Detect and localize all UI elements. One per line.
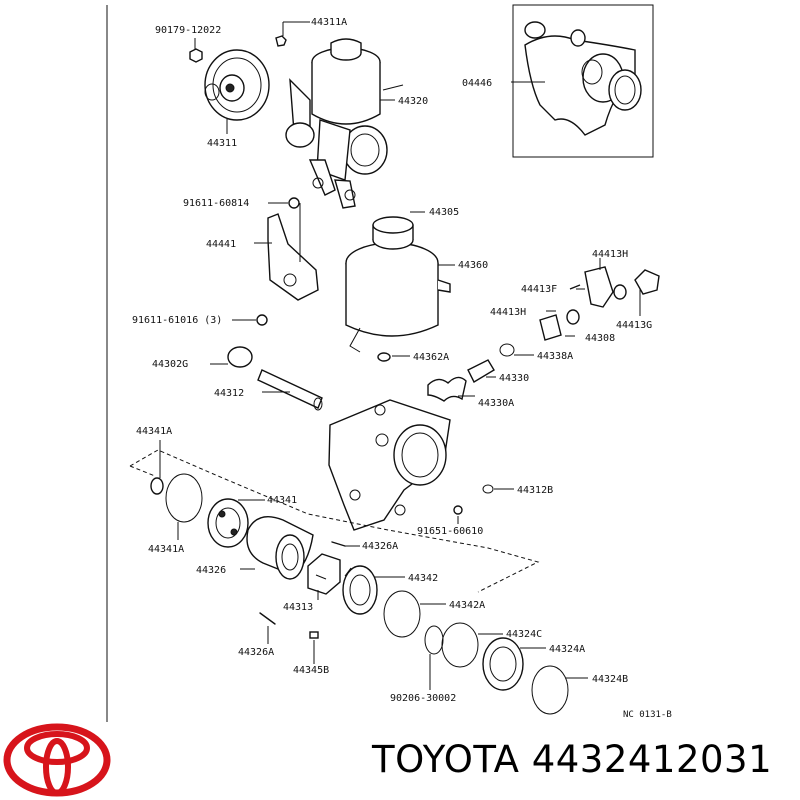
toyota-logo — [3, 723, 111, 797]
part-label-44341a-top: 44341A — [136, 426, 172, 437]
part-label-44326a-bottom: 44326A — [238, 647, 274, 658]
spring-valve-drawing — [427, 359, 495, 402]
pulley-drawing — [204, 49, 270, 121]
part-label-44345b: 44345B — [293, 665, 329, 676]
cam-ring-44326-drawing — [246, 516, 314, 580]
vane-44326a-drawing — [259, 541, 346, 625]
part-label-04446: 04446 — [462, 78, 492, 89]
part-label-44341a-bottom: 44341A — [148, 544, 184, 555]
part-label-44413h-top: 44413H — [592, 249, 628, 260]
part-label-44330: 44330 — [499, 373, 529, 384]
part-label-44413g: 44413G — [616, 320, 652, 331]
leader-lines — [159, 21, 641, 690]
part-label-44360: 44360 — [458, 260, 488, 271]
part-label-91611-61016: 91611-61016 (3) — [132, 315, 222, 326]
pump-with-reservoir-drawing — [285, 38, 404, 209]
bolt-small-drawing — [275, 35, 287, 47]
part-label-44413h-mid: 44413H — [490, 307, 526, 318]
part-label-44362a: 44362A — [413, 352, 449, 363]
part-label-44330a: 44330A — [478, 398, 514, 409]
part-label-44342a: 44342A — [449, 600, 485, 611]
part-label-44302g: 44302G — [152, 359, 188, 370]
part-label-44338a: 44338A — [537, 351, 573, 362]
part-label-44311a: 44311A — [311, 17, 347, 28]
diagram-code: NC 0131-B — [623, 710, 672, 720]
snap-ring-90206-drawing — [424, 625, 444, 655]
part-label-91651-60610: 91651-60610 — [417, 526, 483, 537]
part-label-44441: 44441 — [206, 239, 236, 250]
o-ring-44324c-drawing — [441, 622, 479, 668]
bolt-91651-drawing — [453, 505, 463, 515]
part-label-44320: 44320 — [398, 96, 428, 107]
gasket-kit-box — [512, 4, 654, 158]
part-number: 4432412031 — [531, 738, 773, 781]
brand-part-title: TOYOTA 4432412031 — [372, 738, 772, 781]
part-label-44312: 44312 — [214, 388, 244, 399]
end-cover-44324a-drawing — [482, 637, 524, 691]
shaft-drawing — [227, 346, 323, 411]
part-label-44324b: 44324B — [592, 674, 628, 685]
brand-name: TOYOTA — [372, 738, 520, 781]
part-label-44413f: 44413F — [521, 284, 557, 295]
part-label-44313: 44313 — [283, 602, 313, 613]
part-label-90206-30002: 90206-30002 — [390, 693, 456, 704]
part-label-44305: 44305 — [429, 207, 459, 218]
part-label-90179-12022: 90179-12022 — [155, 25, 221, 36]
side-plate-44341-drawing — [207, 498, 249, 548]
dashed-group-outline — [129, 449, 540, 593]
o-ring-44341a-small — [150, 477, 164, 495]
part-label-44342: 44342 — [408, 573, 438, 584]
bracket-drawing — [267, 213, 319, 301]
bolt-b-drawing — [256, 197, 300, 326]
part-label-44326a-top: 44326A — [362, 541, 398, 552]
pin-44345b-drawing — [309, 631, 319, 639]
rotor-44313-drawing — [307, 553, 341, 595]
connector-valve-drawing — [499, 266, 660, 357]
pump-housing-drawing — [328, 399, 451, 531]
part-label-44324c: 44324C — [506, 629, 542, 640]
part-label-44312b: 44312B — [517, 485, 553, 496]
pressure-plate-44342-drawing — [342, 565, 378, 615]
part-label-44324a: 44324A — [549, 644, 585, 655]
o-ring-44342a-drawing — [383, 590, 421, 638]
reservoir-drawing — [345, 216, 451, 353]
o-ring-44362a-drawing — [377, 352, 391, 362]
o-ring-44341a-large — [165, 473, 203, 523]
nut-drawing — [189, 48, 203, 63]
snap-ring-44324b-drawing — [531, 665, 569, 715]
part-label-44341: 44341 — [267, 495, 297, 506]
part-label-44311: 44311 — [207, 138, 237, 149]
part-label-44326: 44326 — [196, 565, 226, 576]
bolt-44312b-drawing — [482, 484, 494, 494]
part-label-91611-60814: 91611-60814 — [183, 198, 249, 209]
part-label-44308: 44308 — [585, 333, 615, 344]
